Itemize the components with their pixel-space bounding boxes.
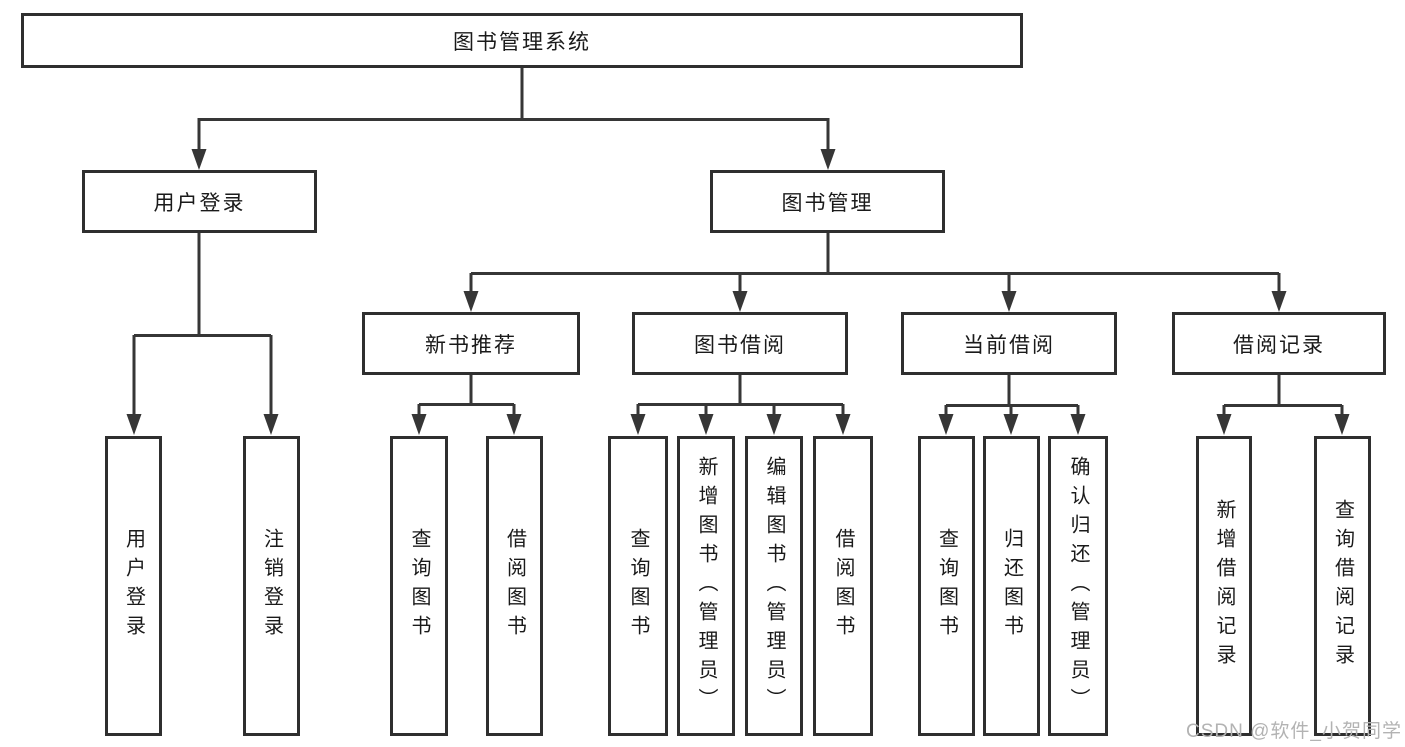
arrowhead-bb-borrow	[835, 414, 851, 435]
node-leaf-borrowing-borrow-books-label: 借阅图书	[832, 528, 854, 644]
node-leaf-borrowing-edit-books: 编辑图书（管理员）	[745, 436, 803, 736]
node-current-borrowing: 当前借阅	[901, 312, 1117, 375]
node-system-root: 图书管理系统	[21, 13, 1023, 68]
arrowhead-new-book	[463, 291, 479, 312]
node-new-book-recommend: 新书推荐	[362, 312, 580, 375]
arrowhead-book-borrowing	[732, 291, 748, 312]
node-leaf-user-login-label: 用户登录	[122, 528, 145, 644]
arrowhead-nb-query	[411, 414, 427, 435]
arrowhead-ul-logout	[263, 414, 279, 435]
node-leaf-user-login: 用户登录	[105, 436, 162, 736]
node-leaf-logout: 注销登录	[243, 436, 300, 736]
arrowhead-cb-query	[938, 414, 954, 435]
arrowhead-cb-confirm	[1070, 414, 1086, 435]
arrowhead-ul-login	[126, 414, 142, 435]
node-leaf-borrowing-query-books-label: 查询图书	[627, 528, 649, 644]
node-leaf-borrowing-add-books-label: 新增图书（管理员）	[695, 455, 717, 717]
node-leaf-records-query-record-label: 查询借阅记录	[1331, 499, 1354, 673]
node-leaf-current-return-books-label: 归还图书	[1000, 528, 1023, 644]
arrowhead-book-mgmt	[820, 149, 836, 170]
arrowhead-current-borrowing	[1001, 291, 1017, 312]
connector-arrowheads	[126, 149, 1350, 435]
node-leaf-recommend-query-books: 查询图书	[390, 436, 448, 736]
node-borrowing-records: 借阅记录	[1172, 312, 1386, 375]
node-leaf-borrowing-edit-books-label: 编辑图书（管理员）	[763, 455, 785, 717]
arrowhead-bb-edit	[766, 414, 782, 435]
arrowhead-cb-return	[1003, 414, 1019, 435]
node-book-management: 图书管理	[710, 170, 945, 233]
node-book-borrowing: 图书借阅	[632, 312, 848, 375]
node-leaf-recommend-query-books-label: 查询图书	[408, 528, 430, 644]
arrowhead-bb-add	[698, 414, 714, 435]
node-leaf-recommend-borrow-books-label: 借阅图书	[503, 528, 526, 644]
node-leaf-records-add-record-label: 新增借阅记录	[1213, 499, 1235, 673]
node-leaf-current-query-books: 查询图书	[918, 436, 975, 736]
node-leaf-borrowing-borrow-books: 借阅图书	[813, 436, 873, 736]
arrowhead-br-query	[1334, 414, 1350, 435]
node-leaf-logout-label: 注销登录	[260, 528, 283, 644]
node-user-login: 用户登录	[82, 170, 317, 233]
node-leaf-current-query-books-label: 查询图书	[935, 528, 958, 644]
arrowhead-bb-query	[630, 414, 646, 435]
node-leaf-current-return-books: 归还图书	[983, 436, 1040, 736]
node-leaf-records-add-record: 新增借阅记录	[1196, 436, 1252, 736]
csdn-watermark: CSDN @软件_小贺同学	[1186, 721, 1402, 742]
node-leaf-borrowing-query-books: 查询图书	[608, 436, 668, 736]
node-leaf-borrowing-add-books: 新增图书（管理员）	[677, 436, 735, 736]
node-leaf-recommend-borrow-books: 借阅图书	[486, 436, 543, 736]
node-leaf-current-confirm-return: 确认归还（管理员）	[1048, 436, 1108, 736]
arrowhead-nb-borrow	[506, 414, 522, 435]
arrowhead-br-add	[1216, 414, 1232, 435]
node-leaf-records-query-record: 查询借阅记录	[1314, 436, 1371, 736]
arrowhead-user-login	[191, 149, 207, 170]
arrowhead-borrowing-records	[1271, 291, 1287, 312]
node-leaf-current-confirm-return-label: 确认归还（管理员）	[1067, 455, 1089, 717]
